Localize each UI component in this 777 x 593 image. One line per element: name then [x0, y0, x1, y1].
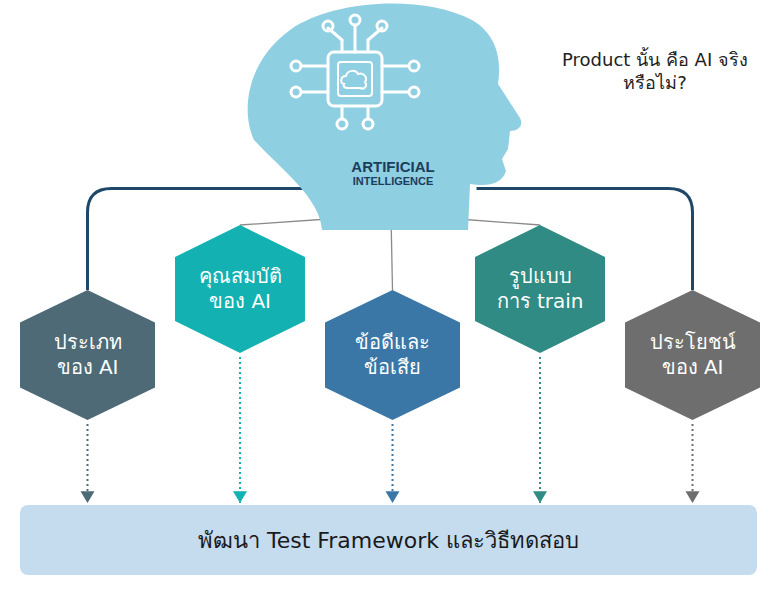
result-box: พัฒนา Test Framework และวิธีทดสอบ	[20, 505, 757, 575]
dotted-arrow	[692, 424, 694, 503]
topic-hexagon: คุณสมบัติ ของ AI	[175, 225, 305, 353]
dotted-arrow	[87, 424, 89, 503]
arrow-head	[81, 491, 95, 503]
head-silhouette	[240, 0, 525, 230]
dotted-arrow	[239, 357, 241, 503]
result-text: พัฒนา Test Framework และวิธีทดสอบ	[198, 523, 579, 558]
head-subtitle: INTELLIGENCE	[318, 175, 468, 188]
dotted-arrow	[539, 357, 541, 503]
topic-text: รูปแบบ การ train	[492, 264, 588, 314]
question-note: Product นั้น คือ AI จริงหรือไม่?	[555, 48, 755, 95]
arrow-head	[233, 491, 247, 503]
topic-text: ข้อดีและ ข้อเสีย	[345, 330, 441, 380]
topic-hexagon: ข้อดีและ ข้อเสีย	[325, 290, 460, 420]
head-text-group: ARTIFICIALINTELLIGENCE	[318, 158, 468, 188]
arrow-head	[533, 491, 547, 503]
topic-hexagon: ประเภท ของ AI	[20, 290, 155, 420]
ai-head: ARTIFICIALINTELLIGENCE	[240, 0, 525, 230]
topic-hexagon: รูปแบบ การ train	[475, 225, 605, 353]
arrow-head	[686, 491, 700, 503]
topic-text: คุณสมบัติ ของ AI	[192, 264, 288, 314]
topic-text: ประเภท ของ AI	[40, 330, 136, 380]
topic-text: ประโยชน์ ของ AI	[645, 330, 741, 380]
topic-hexagon: ประโยชน์ ของ AI	[625, 290, 760, 420]
arrow-head	[386, 491, 400, 503]
dotted-arrow	[392, 424, 394, 503]
head-title: ARTIFICIAL	[318, 158, 468, 175]
